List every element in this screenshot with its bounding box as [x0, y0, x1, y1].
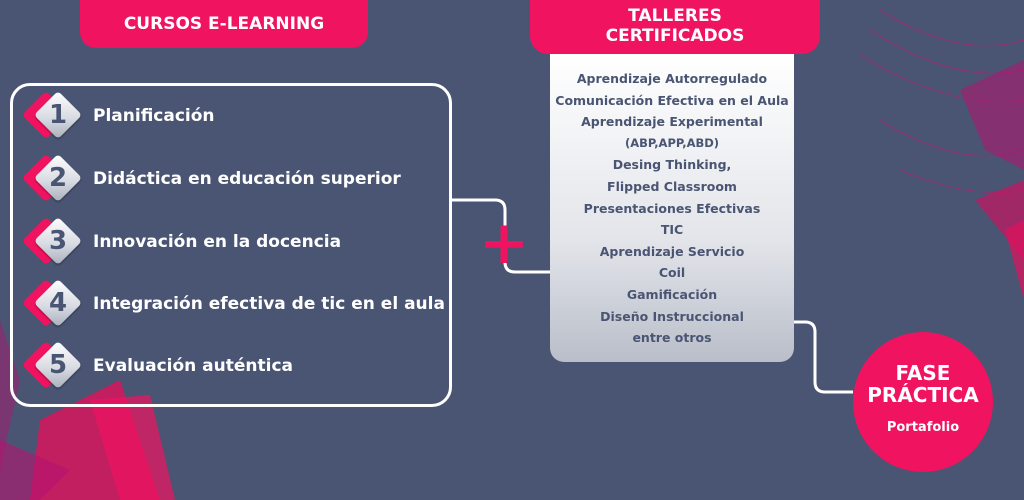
- course-item: 2 Didáctica en educación superior: [21, 153, 401, 204]
- course-label: Integración efectiva de tic en el aula: [93, 294, 445, 314]
- talleres-header: TALLERES CERTIFICADOS: [530, 0, 820, 54]
- number-badge: 4: [21, 278, 83, 329]
- course-item: 5 Evaluación auténtica: [21, 340, 294, 391]
- taller-item: TIC: [660, 222, 684, 238]
- course-label: Evaluación auténtica: [93, 356, 294, 376]
- course-label: Planificación: [93, 106, 215, 126]
- course-number: 5: [48, 350, 68, 380]
- taller-item: Comunicación Efectiva en el Aula: [555, 92, 789, 108]
- fase-practica-circle: FASE PRÁCTICA Portafolio: [853, 332, 993, 472]
- fase-line1: FASE: [895, 361, 951, 385]
- taller-item: (ABP,APP,ABD): [624, 135, 720, 150]
- taller-item: Aprendizaje Experimental: [581, 114, 763, 130]
- course-item: 3 Innovación en la docencia: [21, 216, 342, 267]
- course-number: 3: [48, 226, 68, 256]
- number-badge: 2: [21, 153, 83, 204]
- taller-item: Gamificación: [626, 286, 718, 302]
- course-label: Innovación en la docencia: [93, 232, 342, 252]
- taller-item: Diseño Instruccional: [600, 308, 744, 324]
- cursos-list: 1 Planificación 2 Didáctica en educación…: [10, 83, 452, 407]
- taller-item: Presentaciones Efectivas: [583, 200, 761, 216]
- taller-item: entre otros: [632, 330, 712, 346]
- course-item: 1 Planificación: [21, 90, 215, 141]
- course-number: 2: [48, 163, 68, 193]
- talleres-title-line1: TALLERES: [628, 6, 722, 26]
- cursos-title: CURSOS E-LEARNING: [123, 14, 325, 34]
- number-badge: 5: [21, 340, 83, 391]
- number-badge: 1: [21, 90, 83, 141]
- talleres-list: Aprendizaje Autorregulado Comunicación E…: [550, 54, 794, 362]
- cursos-header: CURSOS E-LEARNING: [80, 0, 368, 48]
- taller-item: Aprendizaje Autorregulado: [576, 71, 768, 86]
- fase-line2: PRÁCTICA: [867, 383, 979, 407]
- taller-item: Aprendizaje Servicio: [599, 243, 745, 259]
- course-number: 1: [48, 100, 68, 130]
- plus-icon: +: [479, 208, 529, 278]
- course-number: 4: [48, 288, 68, 318]
- talleres-title-line2: CERTIFICADOS: [605, 26, 745, 46]
- taller-item: Flipped Classroom: [607, 178, 737, 194]
- fase-subtitle: Portafolio: [886, 420, 960, 435]
- taller-item: Desing Thinking,: [612, 157, 732, 173]
- number-badge: 3: [21, 216, 83, 267]
- course-label: Didáctica en educación superior: [93, 169, 401, 189]
- taller-item: Coil: [658, 265, 686, 281]
- course-item: 4 Integración efectiva de tic en el aula: [21, 278, 445, 329]
